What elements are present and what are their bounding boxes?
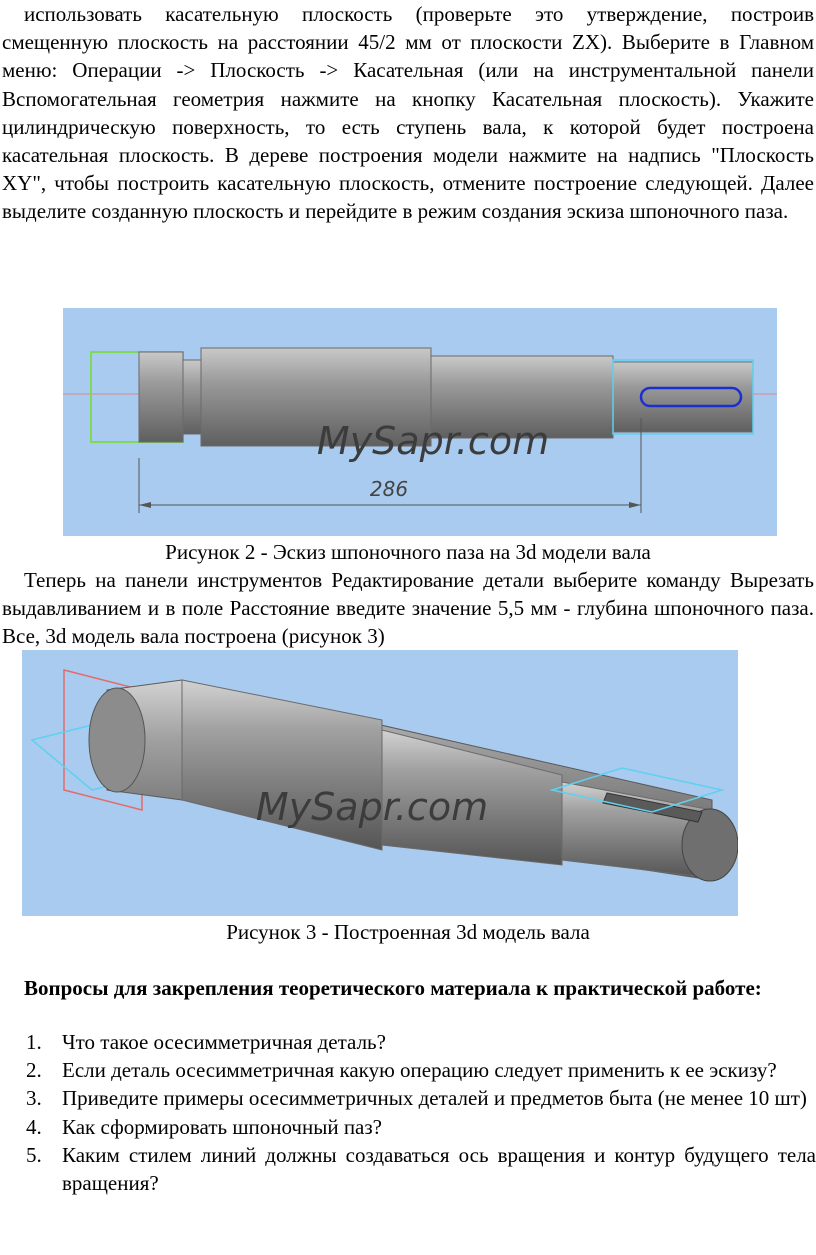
watermark-text: MySapr.com [317, 419, 549, 463]
list-number: 1. [26, 1030, 42, 1054]
figure-3-caption: Рисунок 3 - Построенная 3d модель вала [226, 920, 590, 944]
questions-list: 1. Что такое осесимметричная деталь? 2. Ес… [0, 1028, 816, 1197]
list-text: Как сформировать шпоночный паз? [62, 1114, 382, 1139]
list-item: 3. Приведите примеры осесимметричных дета… [0, 1084, 816, 1112]
list-text: Каким стилем линий должны создаваться ос… [62, 1142, 816, 1196]
list-number: 5. [26, 1142, 42, 1167]
questions-heading: Вопросы для закрепления теоретического м… [24, 976, 762, 1000]
shaft-3d-model: MySapr.com [22, 650, 738, 916]
list-text: Если деталь осесимметричная какую операц… [62, 1058, 777, 1083]
figure-3-image: MySapr.com [22, 650, 738, 916]
list-item: 4. Как сформировать шпоночный паз? [0, 1113, 816, 1141]
watermark-text: MySapr.com [256, 785, 488, 829]
list-text: Что такое осесимметричная деталь? [62, 1030, 386, 1054]
dimension-label: 286 [370, 477, 408, 501]
list-item: 5. Каким стилем линий должны создаваться … [0, 1141, 816, 1197]
list-text: Приведите примеры осесимметричных детале… [62, 1086, 807, 1111]
intro-paragraph: использовать касательную плоскость (пров… [2, 2, 814, 224]
list-number: 3. [26, 1086, 42, 1111]
list-number: 2. [26, 1058, 42, 1083]
shaft-sketch-drawing: 286 MySapr.com [63, 308, 777, 536]
list-item: 1. Что такое осесимметричная деталь? [0, 1028, 816, 1056]
list-item: 2. Если деталь осесимметричная какую опер… [0, 1056, 816, 1084]
figure-2-image: 286 MySapr.com [63, 308, 777, 536]
middle-paragraph: Теперь на панели инструментов Редактиров… [2, 568, 814, 649]
figure-2-caption: Рисунок 2 - Эскиз шпоночного паза на 3d … [165, 540, 651, 564]
list-number: 4. [26, 1114, 42, 1139]
